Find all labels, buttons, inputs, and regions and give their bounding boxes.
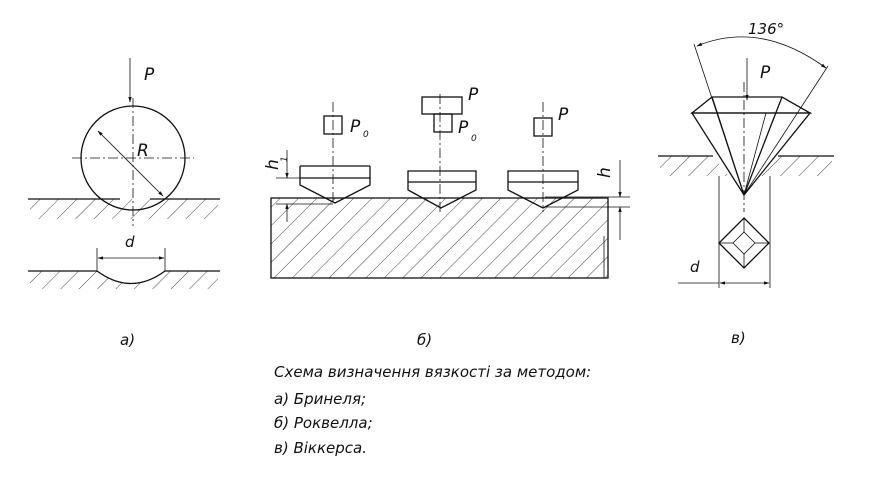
rockwell-depth-h: h [545,160,630,240]
rockwell-depth-h1: h 1 [263,150,333,222]
caption-item-c: в) Віккерса. [274,439,367,457]
panel-vickers: 136° P d в) [658,20,834,347]
panel-label-b: б) [417,331,432,349]
caption: Схема визначення вязкості за методом: а)… [274,363,591,457]
panel-label-c: в) [731,329,746,347]
vickers-force-label: P [760,63,771,83]
vickers-diagonal-label: d [690,258,700,276]
brinell-diameter-label: d [125,233,135,251]
brinell-radius-arrow [97,130,164,197]
rockwell-specimen [270,197,609,279]
svg-text:h: h [595,167,615,178]
svg-text:P: P [458,118,469,138]
rockwell-indenter-full-load: P P 0 [407,85,479,212]
svg-text:h: h [263,159,283,170]
caption-item-a: а) Бринеля; [274,390,366,408]
panel-label-a: a) [120,331,135,349]
rockwell-indenter-preload: P 0 [299,102,371,205]
vickers-specimen-surface [658,155,834,195]
svg-text:136°: 136° [748,20,784,38]
svg-text:1: 1 [280,156,290,162]
brinell-imprint: d [28,233,220,289]
svg-text:P: P [350,117,361,137]
brinell-force-label: P [144,65,155,85]
svg-text:P: P [468,85,479,105]
brinell-radius-label: R [137,141,149,161]
vickers-imprint: d [678,217,770,285]
caption-title: Схема визначення вязкості за методом: [274,363,591,381]
rockwell-indenter-unloaded: P [507,102,579,212]
svg-text:P: P [558,105,569,125]
vickers-pyramid [690,82,813,212]
panel-rockwell: P 0 P P 0 P h 1 [263,85,630,349]
panel-brinell: R P d a) [28,58,220,349]
svg-text:0: 0 [471,134,477,144]
caption-item-b: б) Роквелла; [274,414,373,432]
svg-text:0: 0 [363,130,369,140]
